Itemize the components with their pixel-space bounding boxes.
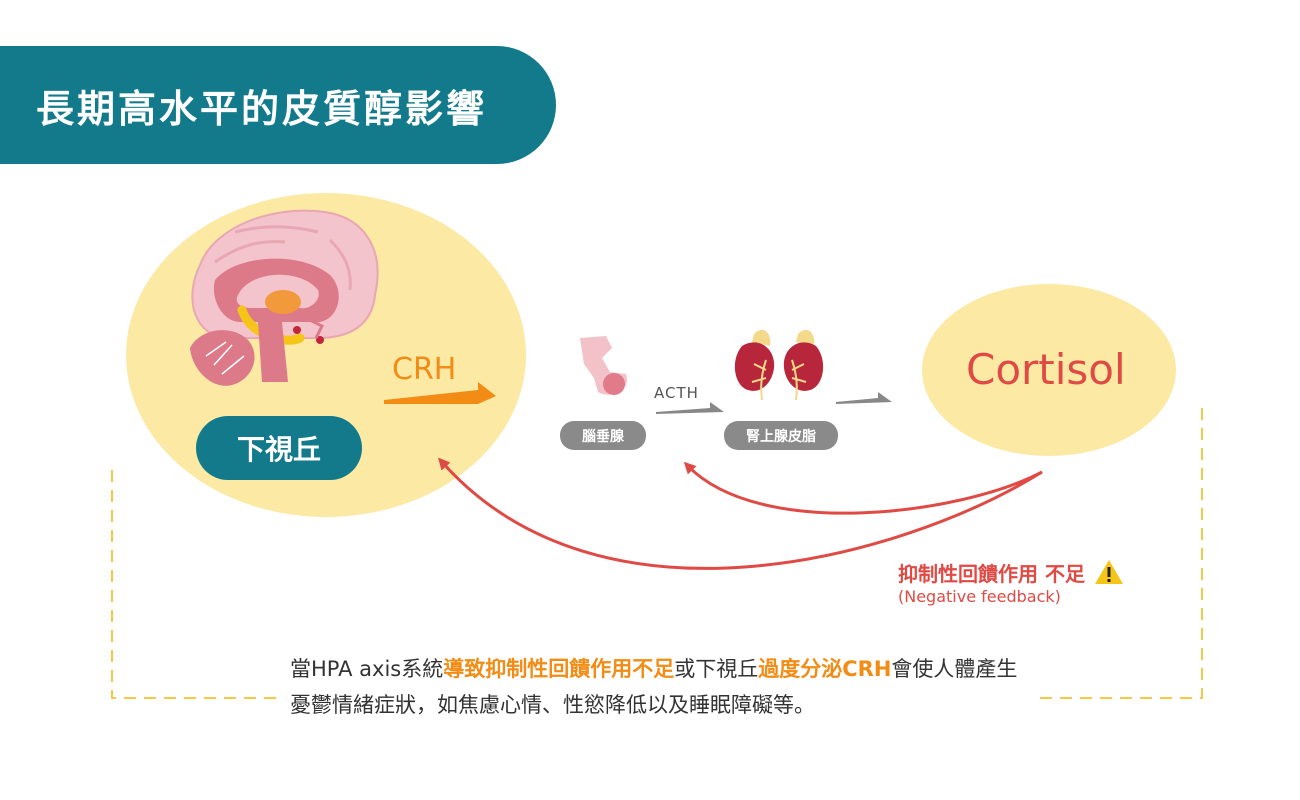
cortisol-circle <box>922 284 1176 456</box>
negative-feedback-en: (Negative feedback) <box>898 587 1061 606</box>
pituitary-label: 腦垂腺 <box>560 421 646 450</box>
warning-icon <box>1095 560 1124 584</box>
acth-arrow <box>656 402 724 414</box>
description-part1: 當HPA axis系統 <box>290 657 444 681</box>
feedback-arrow-pituitary <box>683 461 1043 515</box>
description-text: 當HPA axis系統導致抑制性回饋作用不足或下視丘過度分泌CRH會使人體產生憂… <box>290 651 1030 723</box>
cortisol-label: Cortisol <box>966 345 1126 394</box>
page-title: 長期高水平的皮質醇影響 <box>36 86 488 131</box>
description-part3: 會使人體產生憂鬱情緒症狀，如焦慮心情、性慾降低以及睡眠障礙等。 <box>290 657 1018 717</box>
brain-icon <box>190 209 379 386</box>
feedback-arrow-hypothalamus <box>438 457 1043 570</box>
negative-feedback-label: 抑制性回饋作用 不足 (Negative feedback) <box>898 558 1124 606</box>
adrenal-label: 腎上腺皮脂 <box>724 421 838 450</box>
crh-arrow <box>384 382 496 404</box>
cortisol-arrow <box>836 392 892 404</box>
negative-feedback-cn: 抑制性回饋作用 不足 <box>898 562 1085 586</box>
crh-label: CRH <box>392 352 457 387</box>
acth-label: ACTH <box>654 384 699 402</box>
pituitary-icon <box>580 336 628 395</box>
description-highlight1: 導致抑制性回饋作用不足 <box>443 657 675 681</box>
dashed-loop-line <box>111 408 1203 699</box>
hypothalamus-label: 下視丘 <box>196 416 362 480</box>
kidney-icon <box>734 329 824 401</box>
description-part2: 或下視丘 <box>674 657 759 681</box>
description-highlight2: 過度分泌CRH <box>758 657 892 681</box>
title-banner: 長期高水平的皮質醇影響 <box>0 46 556 164</box>
